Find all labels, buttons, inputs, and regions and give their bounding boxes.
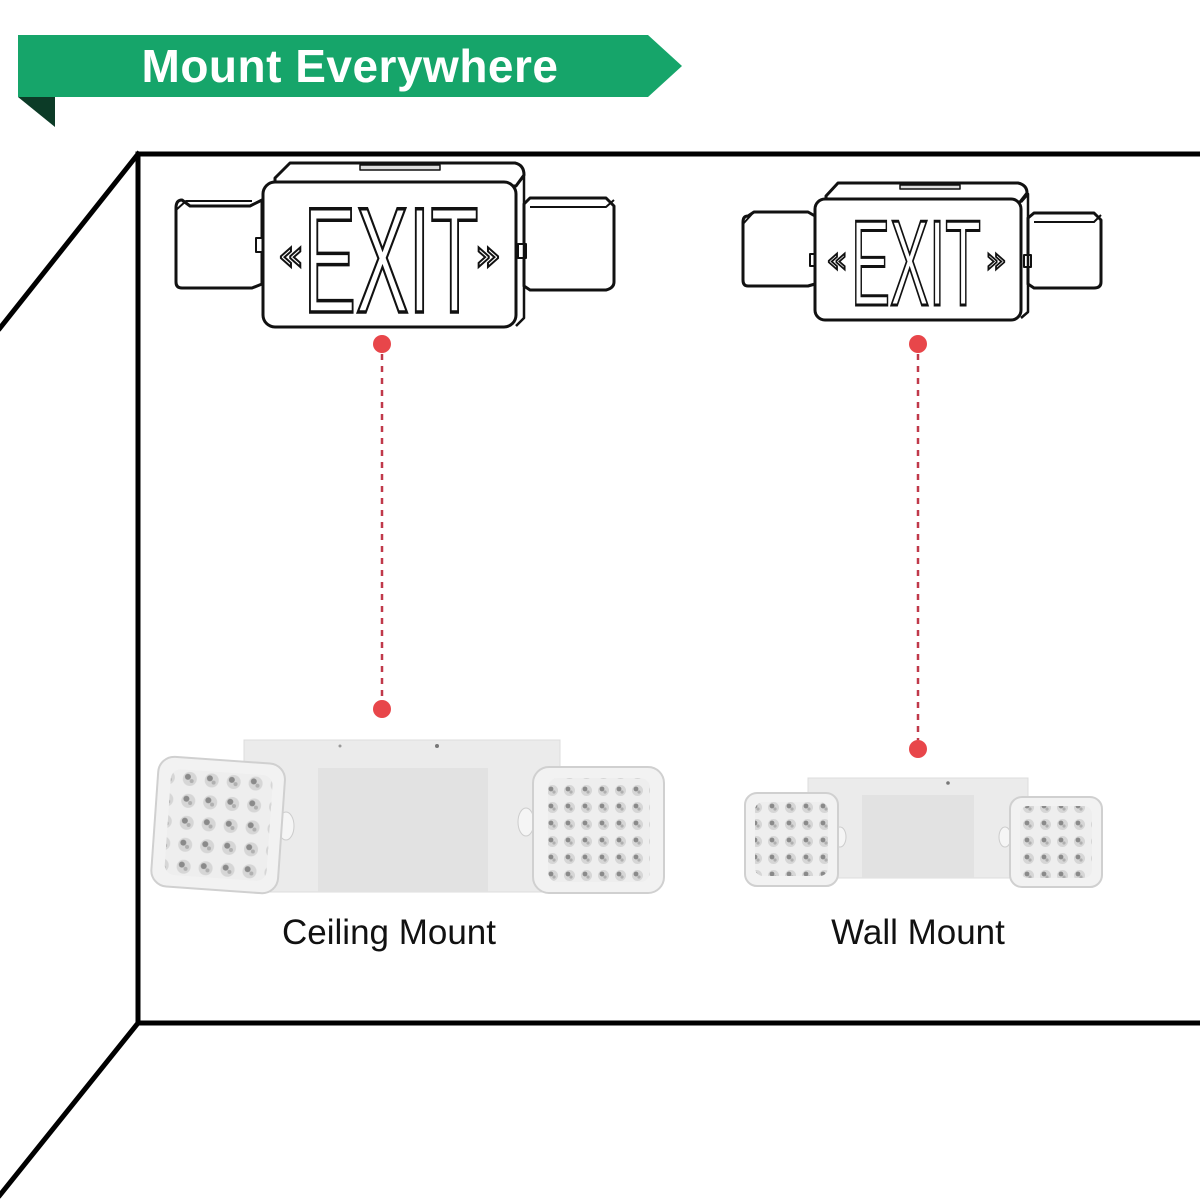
exit-sign-wall-text: EXIT	[851, 195, 981, 331]
led-head-left	[744, 792, 839, 887]
ceiling-mount-label: Ceiling Mount	[282, 913, 496, 952]
exit-sign-ceiling	[174, 161, 616, 329]
banner	[18, 35, 682, 127]
sign-face	[813, 197, 1023, 322]
connector-dot-top	[373, 335, 391, 353]
led-head-right	[1009, 796, 1103, 888]
lamp-head-left	[174, 198, 264, 290]
banner-ribbon	[18, 35, 682, 97]
connector-dot-bottom	[909, 740, 927, 758]
emergency-light-ceiling	[150, 739, 665, 895]
chevron-right-icon: »	[985, 240, 1007, 281]
wall-mount-label: Wall Mount	[831, 913, 1005, 952]
sign-face	[261, 180, 518, 329]
exit-sign-wall	[741, 181, 1103, 322]
connector-wall	[909, 335, 927, 758]
banner-title: Mount Everywhere	[141, 40, 559, 92]
lamp-head-left	[741, 210, 817, 288]
led-head-left	[150, 755, 286, 895]
floor-diagonal-line	[0, 1019, 142, 1199]
chevron-left-icon: «	[278, 230, 305, 281]
banner-fold	[18, 97, 55, 127]
ceiling-diagonal-line	[0, 150, 142, 332]
exit-sign-ceiling-text: EXIT	[304, 176, 479, 344]
chevron-right-icon: »	[475, 230, 502, 281]
chevron-left-icon: «	[826, 240, 848, 281]
lamp-head-right	[1026, 211, 1103, 290]
emergency-light-wall	[744, 777, 1103, 888]
led-head-right	[532, 766, 665, 894]
connector-ceiling	[373, 335, 391, 718]
lamp-head-right	[522, 196, 616, 292]
connector-dot-bottom	[373, 700, 391, 718]
connector-dot-top	[909, 335, 927, 353]
room-outline	[0, 150, 1200, 1199]
